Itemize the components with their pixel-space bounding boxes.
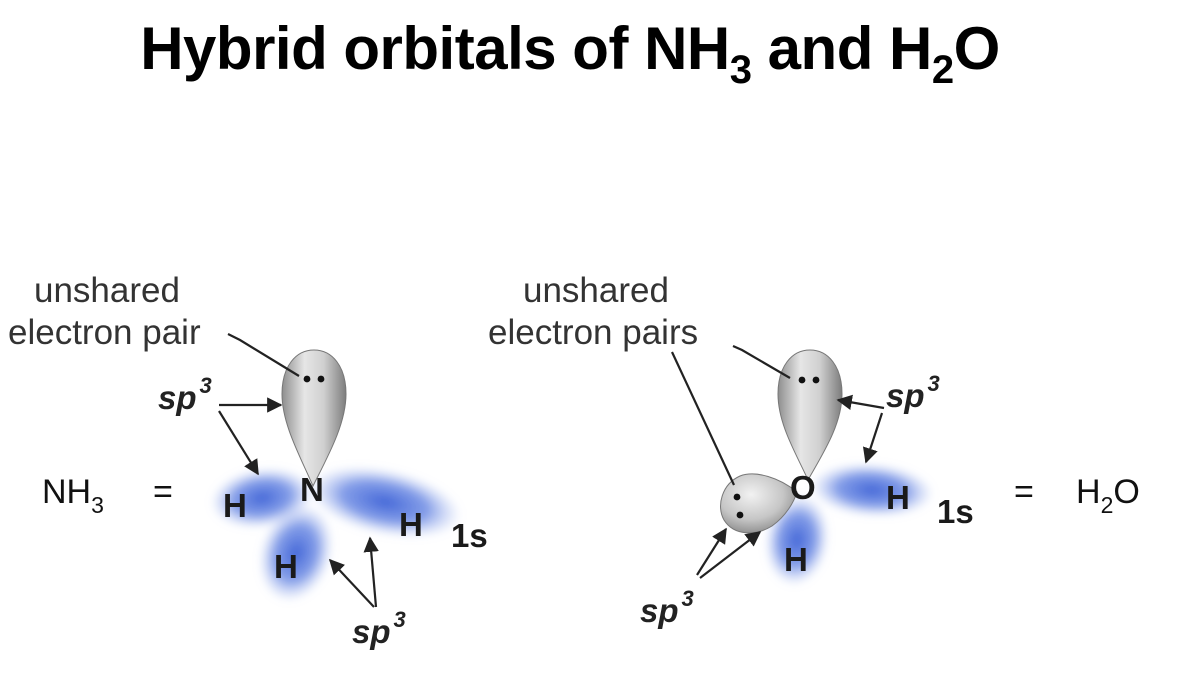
- h2o-molecule: O H H 1s = H2O unshared electron pairs s…: [488, 271, 1140, 629]
- nh3-equals-sign: =: [153, 473, 173, 511]
- nh3-molecule: N H H H 1s NH3 = unshared electron pair …: [8, 271, 488, 650]
- h2o-hydrogen-right: H: [886, 479, 910, 516]
- nh3-lone-pair-electron-1: [303, 375, 311, 383]
- nh3-sp3-bottom-sup: 3: [394, 607, 406, 632]
- nh3-formula-subscript: 3: [91, 492, 104, 518]
- h2o-lower-electron-1: [733, 493, 741, 501]
- nh3-unshared-label-line1: unshared: [34, 271, 180, 310]
- h2o-lower-electron-2: [736, 511, 744, 519]
- title-suffix: O: [953, 15, 1001, 82]
- h2o-unshared-label-line1: unshared: [523, 271, 669, 310]
- nh3-unshared-label-line2: electron pair: [8, 313, 201, 352]
- nh3-sp3-bottom-base: sp: [352, 613, 391, 650]
- nh3-hydrogen-bottom: H: [274, 548, 298, 585]
- h2o-hydrogen-bottom: H: [784, 541, 808, 578]
- nh3-sp3-top-sup: 3: [200, 373, 212, 398]
- nh3-lone-pair-electron-2: [317, 375, 325, 383]
- nh3-formula-main: NH: [42, 473, 91, 511]
- nh3-sp3-bottom-arrow-left: [328, 558, 375, 608]
- title-subscript-3: 3: [729, 48, 752, 92]
- h2o-unshared-leader-to-lower: [671, 351, 735, 486]
- h2o-formula-o: O: [1113, 473, 1139, 511]
- nh3-sp3-top-base: sp: [158, 379, 197, 416]
- h2o-formula-subscript: 2: [1101, 492, 1114, 518]
- nh3-orbital-1s-label: 1s: [451, 517, 488, 554]
- nh3-formula: NH3: [42, 473, 104, 518]
- nh3-bottom-bond-orbital: [258, 504, 334, 602]
- h2o-sp3-top-arrow-to-lobe: [836, 394, 885, 410]
- nh3-sp3-top-arrow-to-h: [218, 410, 259, 476]
- nh3-bond-orbitals: [210, 465, 462, 602]
- h2o-sp3-bottom-base: sp: [640, 592, 679, 629]
- h2o-equals-sign: =: [1014, 473, 1034, 511]
- title-middle: and H: [751, 15, 933, 82]
- nh3-sp3-bottom-arrow-right: [363, 536, 379, 608]
- nh3-right-bond-orbital: [308, 465, 462, 539]
- h2o-sp3-top-base: sp: [886, 377, 925, 414]
- h2o-upper-electron-1: [798, 376, 806, 384]
- h2o-sp3-top-arrow-to-bond: [862, 412, 884, 464]
- h2o-sp3-top-sup: 3: [928, 371, 940, 396]
- h2o-sp3-bottom-sup: 3: [682, 586, 694, 611]
- nh3-lone-pair-lobe: [281, 349, 347, 488]
- h2o-unshared-label-line2: electron pairs: [488, 313, 698, 352]
- nh3-hydrogen-right: H: [399, 506, 423, 543]
- title-prefix: Hybrid orbitals of NH: [140, 15, 730, 82]
- nh3-nitrogen-atom: N: [300, 471, 324, 508]
- h2o-sp3-bottom-arrow-left: [696, 527, 727, 576]
- h2o-right-bond-orbital: [810, 462, 934, 518]
- h2o-orbital-1s-label: 1s: [937, 493, 974, 530]
- page-title: Hybrid orbitals of NH3 and H2O: [0, 14, 1140, 90]
- nh3-hydrogen-left: H: [223, 487, 247, 524]
- h2o-upper-electron-2: [812, 376, 820, 384]
- h2o-unshared-leader-to-upper: [732, 344, 791, 379]
- title-subscript-2: 2: [931, 48, 954, 92]
- h2o-formula: H2O: [1076, 473, 1140, 518]
- h2o-upper-lone-pair-lobe: [777, 349, 843, 482]
- h2o-formula-h: H: [1076, 473, 1101, 511]
- h2o-oxygen-atom: O: [790, 469, 816, 506]
- h2o-sp3-bottom-arrow-right: [699, 531, 762, 579]
- nh3-unshared-leader-line: [227, 333, 300, 377]
